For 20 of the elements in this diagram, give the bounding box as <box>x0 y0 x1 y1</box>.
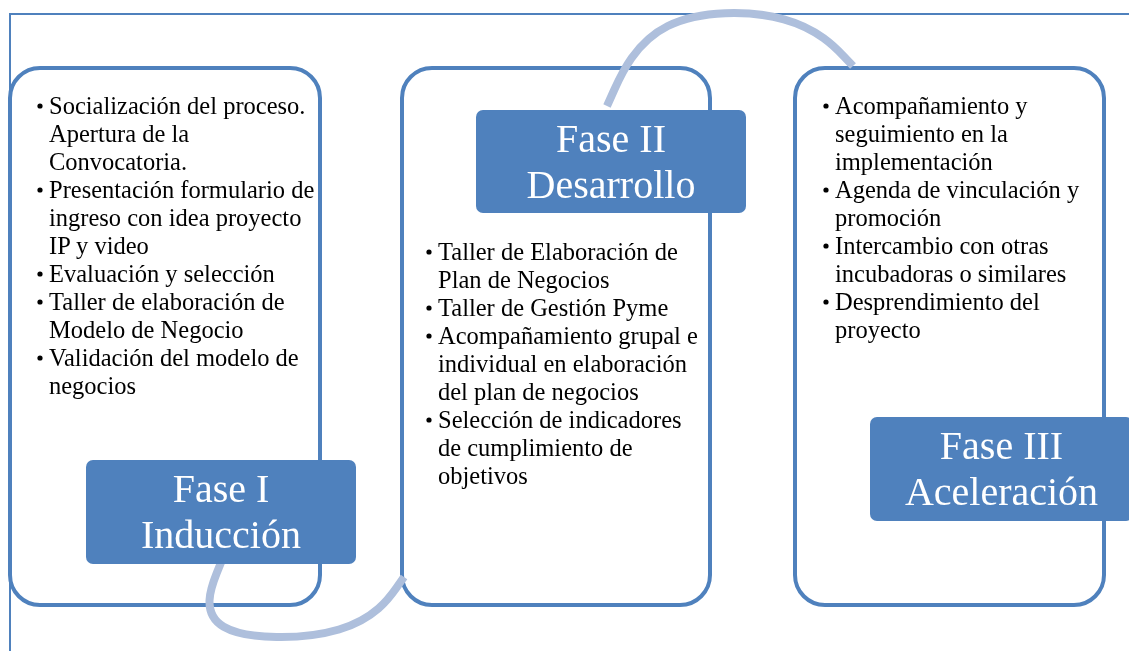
bullet-text: Presentación formulario de ingreso con idea proyecto IP y video <box>49 176 315 259</box>
bullet-text: Taller de Gestión Pyme <box>438 294 669 321</box>
phase-title: Fase III Aceleración <box>903 423 1100 515</box>
phase-label <box>870 417 1129 521</box>
bullet-text: Desprendimiento del proyecto <box>835 288 1040 343</box>
phase-label <box>86 460 356 564</box>
bullet-text: Acompañamiento y seguimiento en la implementación <box>835 92 1028 175</box>
bullet-text: Intercambio con otras incubadoras o similares <box>835 232 1067 287</box>
bullet-text: Taller de Elaboración de Plan de Negocios <box>438 238 678 293</box>
phase-title: Fase I Inducción <box>140 466 302 558</box>
bullet-text: Taller de elaboración de Modelo de Negocio <box>49 288 285 343</box>
bullet-text: Acompañamiento grupal e individual en elaboración del plan de negocios <box>438 322 698 405</box>
phase-title: Fase II Desarrollo <box>525 115 697 208</box>
bullet-text: Evaluación y selección <box>49 260 275 287</box>
bullet-text: Socialización del proceso. Apertura de la Convocatoria. <box>49 92 306 175</box>
bullet-text: Selección de indicadores de cumplimiento de objetivos <box>438 406 682 489</box>
bullet-text: Validación del modelo de negocios <box>49 344 299 399</box>
connector-arc <box>603 9 856 108</box>
bullet-text: Agenda de vinculación y promoción <box>835 176 1080 231</box>
phase-label <box>476 110 746 213</box>
